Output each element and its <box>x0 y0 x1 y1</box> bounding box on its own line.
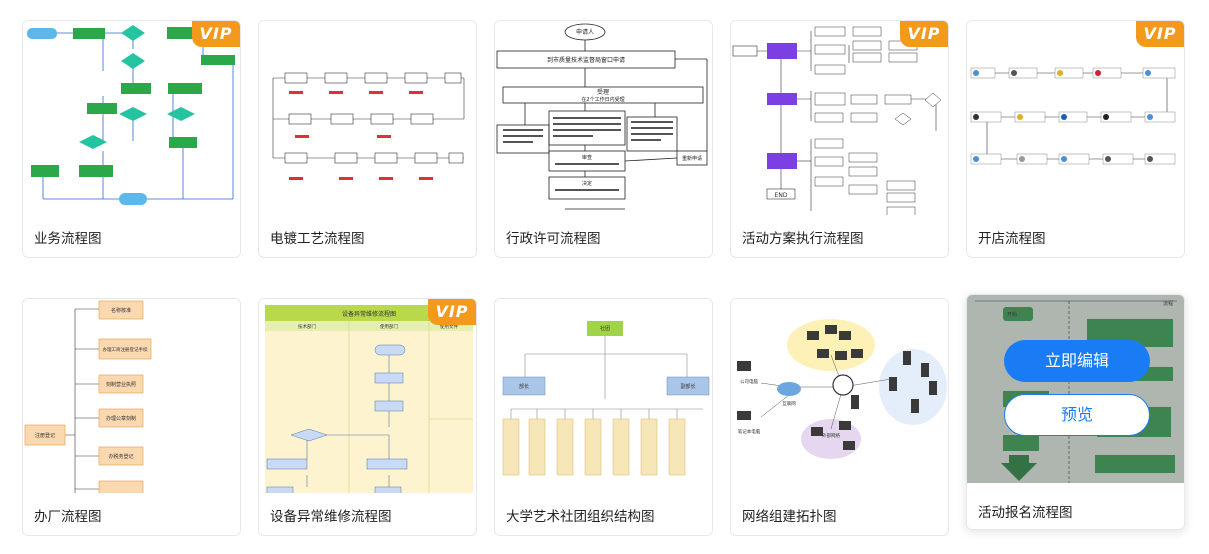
template-card-art-club-org-chart[interactable]: 社团 部长 副部长 大学艺术社团组织结构图 <box>494 298 713 536</box>
equip-title-label: 设备异常维修流程图 <box>342 310 396 318</box>
template-card-event-signup-flow[interactable]: 开始 流程 立即编辑 预览 活动报名流程图 <box>966 294 1185 530</box>
thumbnail: 申请人 到市质量技术监督局窗口申请 受理 在2个工作日内受理 审查 决定 重新申… <box>495 21 712 215</box>
template-card-admin-permit-flow[interactable]: 申请人 到市质量技术监督局窗口申请 受理 在2个工作日内受理 审查 决定 重新申… <box>494 20 713 258</box>
template-card-activity-plan-flow[interactable]: END VIP 活动方案执行流程图 <box>730 20 949 258</box>
vip-badge: VIP <box>192 21 240 47</box>
thumbnail: 互联网 公司电脑 笔记本电脑 外部网络 <box>731 299 948 493</box>
thumbnail <box>23 21 240 215</box>
card-title[interactable]: 设备异常维修流程图 <box>270 509 392 525</box>
template-card-factory-setup-flow[interactable]: 注册登记 名称核准 办理工商注册登记手续 刻制营业执照 办理公章刻制 办税务登记… <box>22 298 241 536</box>
equip-col-label: 使用部门 <box>380 323 398 330</box>
vip-badge: VIP <box>900 21 948 47</box>
edit-button[interactable]: 立即编辑 <box>1004 340 1150 382</box>
card-title[interactable]: 电镀工艺流程图 <box>270 231 365 247</box>
template-card-store-opening-flow[interactable]: VIP 开店流程图 <box>966 20 1185 258</box>
template-card-network-topology[interactable]: 互联网 公司电脑 笔记本电脑 外部网络 网络组建拓扑图 <box>730 298 949 536</box>
card-title[interactable]: 大学艺术社团组织结构图 <box>506 509 655 525</box>
activity-end-label: END <box>775 192 788 199</box>
factory-item-label: 办理工商注册登记手续 <box>103 346 148 353</box>
template-card-business-flow[interactable]: VIP 业务流程图 <box>22 20 241 258</box>
card-title[interactable]: 行政许可流程图 <box>506 231 601 247</box>
admin-end-label: 重新申请 <box>682 155 702 162</box>
admin-accept-sub-label: 在2个工作日内受理 <box>581 96 624 103</box>
net-internet-label: 互联网 <box>782 400 796 407</box>
net-office-label: 公司电脑 <box>740 378 758 385</box>
card-title[interactable]: 业务流程图 <box>34 231 102 247</box>
hover-overlay <box>967 295 1184 483</box>
preview-button[interactable]: 预览 <box>1004 394 1150 436</box>
admin-decide-label: 决定 <box>582 180 592 187</box>
admin-review-label: 审查 <box>582 154 592 161</box>
equip-col-label: 技术部门 <box>298 323 316 330</box>
card-title[interactable]: 网络组建拓扑图 <box>742 509 837 525</box>
signup-top-label: 开始 <box>1007 311 1017 318</box>
net-group-label: 外部网络 <box>822 432 840 439</box>
card-title[interactable]: 活动方案执行流程图 <box>742 231 864 247</box>
vip-badge: VIP <box>1136 21 1184 47</box>
thumbnail: 设备异常维修流程图 技术部门 使用部门 使用文件 <box>259 299 476 493</box>
template-card-electroplating-flow[interactable]: 电镀工艺流程图 <box>258 20 477 258</box>
admin-step1-label: 到市质量技术监督局窗口申请 <box>547 56 625 64</box>
factory-item-label: 名称核准 <box>111 307 131 314</box>
factory-item-label: 办理公章刻制 <box>106 415 136 422</box>
factory-item-label: 刻制营业执照 <box>106 381 136 388</box>
card-title[interactable]: 办厂流程图 <box>34 509 102 525</box>
factory-item-label: 办税务登记 <box>108 453 133 460</box>
thumbnail: 注册登记 名称核准 办理工商注册登记手续 刻制营业执照 办理公章刻制 办税务登记 <box>23 299 240 493</box>
vip-badge: VIP <box>428 299 476 325</box>
equip-col-label: 使用文件 <box>440 323 458 330</box>
template-card-equipment-repair-flow[interactable]: 设备异常维修流程图 技术部门 使用部门 使用文件 <box>258 298 477 536</box>
card-title[interactable]: 活动报名流程图 <box>978 505 1073 521</box>
card-title[interactable]: 开店流程图 <box>978 231 1046 247</box>
signup-right-label: 流程 <box>1163 300 1173 307</box>
factory-root-label: 注册登记 <box>35 432 55 439</box>
thumbnail: 开始 流程 <box>967 295 1184 483</box>
club-left-label: 部长 <box>519 383 529 390</box>
thumbnail <box>967 21 1184 215</box>
club-root-label: 社团 <box>600 325 610 332</box>
thumbnail <box>259 21 476 215</box>
thumbnail: 社团 部长 副部长 <box>495 299 712 493</box>
admin-start-label: 申请人 <box>576 28 594 36</box>
admin-accept-label: 受理 <box>597 88 609 96</box>
thumbnail: END <box>731 21 948 215</box>
net-laptop-label: 笔记本电脑 <box>738 428 761 435</box>
club-right-label: 副部长 <box>680 383 695 390</box>
